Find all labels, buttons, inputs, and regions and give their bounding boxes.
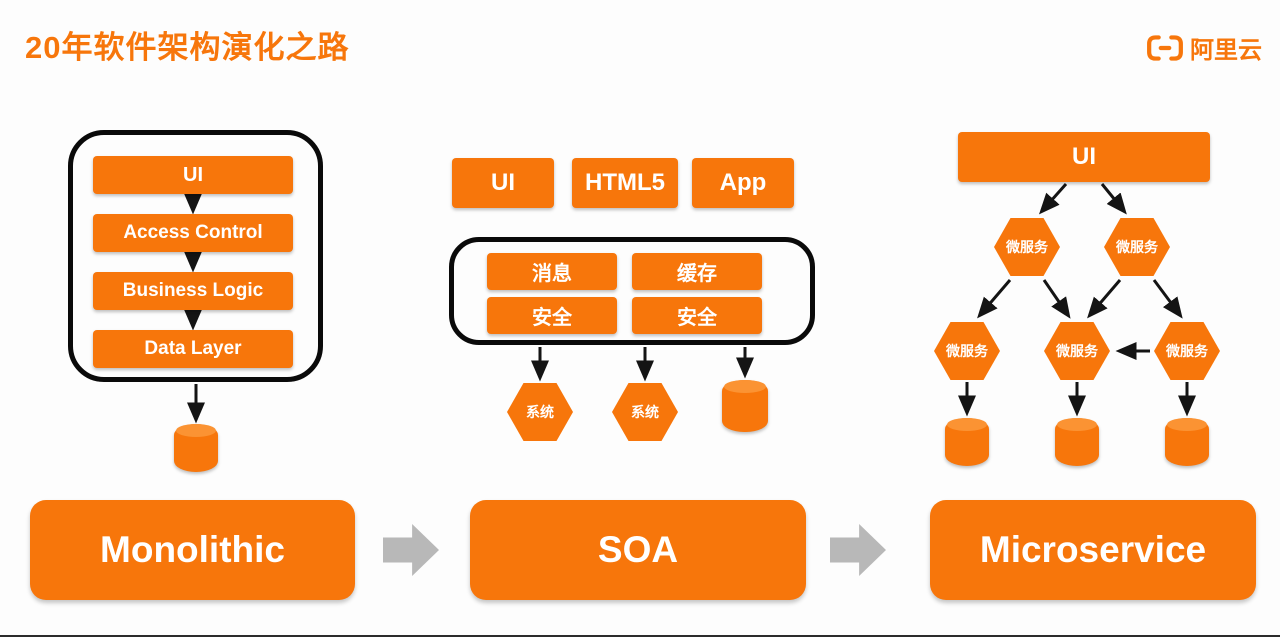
micro-service-hexagon-t2-3: 微服务 xyxy=(1154,322,1220,380)
monolithic-label: Monolithic xyxy=(30,500,355,600)
soa-database-icon xyxy=(722,380,768,432)
micro-service-hexagon-t2-1: 微服务 xyxy=(934,322,1000,380)
mono-layer-access-control: Access Control xyxy=(93,214,293,252)
alibaba-cloud-logo-text: 阿里云 xyxy=(1190,37,1262,64)
micro-ui-box: UI xyxy=(958,132,1210,182)
micro-database-icon-1 xyxy=(945,418,989,466)
soa-service-cache: 缓存 xyxy=(632,253,762,290)
micro-service-hexagon-t2-2: 微服务 xyxy=(1044,322,1110,380)
soa-client-app: App xyxy=(692,158,794,208)
micro-database-icon-3 xyxy=(1165,418,1209,466)
monolithic-boundary xyxy=(68,130,323,382)
soa-label: SOA xyxy=(470,500,806,600)
flow-arrow-icon xyxy=(830,524,886,576)
soa-service-security-1: 安全 xyxy=(487,297,617,334)
soa-arrows xyxy=(531,347,754,382)
micro-database-icon-2 xyxy=(1055,418,1099,466)
soa-client-ui: UI xyxy=(452,158,554,208)
soa-system-hexagon-2: 系统 xyxy=(612,383,678,441)
soa-system-hexagon-1: 系统 xyxy=(507,383,573,441)
micro-service-hexagon-t1-2: 微服务 xyxy=(1104,218,1170,276)
soa-service-message: 消息 xyxy=(487,253,617,290)
soa-service-security-2: 安全 xyxy=(632,297,762,334)
flow-arrow-icon xyxy=(383,524,439,576)
soa-client-html5: HTML5 xyxy=(572,158,678,208)
mono-layer-data-layer: Data Layer xyxy=(93,330,293,368)
micro-service-hexagon-t1-1: 微服务 xyxy=(994,218,1060,276)
microservice-label: Microservice xyxy=(930,500,1256,600)
alibaba-cloud-brackets-icon xyxy=(1147,34,1183,61)
bottom-edge-line xyxy=(0,635,1280,637)
mono-layer-ui: UI xyxy=(93,156,293,194)
alibaba-cloud-logo: 阿里云 xyxy=(1146,30,1262,65)
mono-database-icon xyxy=(174,424,218,472)
mono-layer-business-logic: Business Logic xyxy=(93,272,293,310)
soa-service-bus-boundary xyxy=(449,237,815,345)
page-title: 20年软件架构演化之路 xyxy=(25,30,350,65)
